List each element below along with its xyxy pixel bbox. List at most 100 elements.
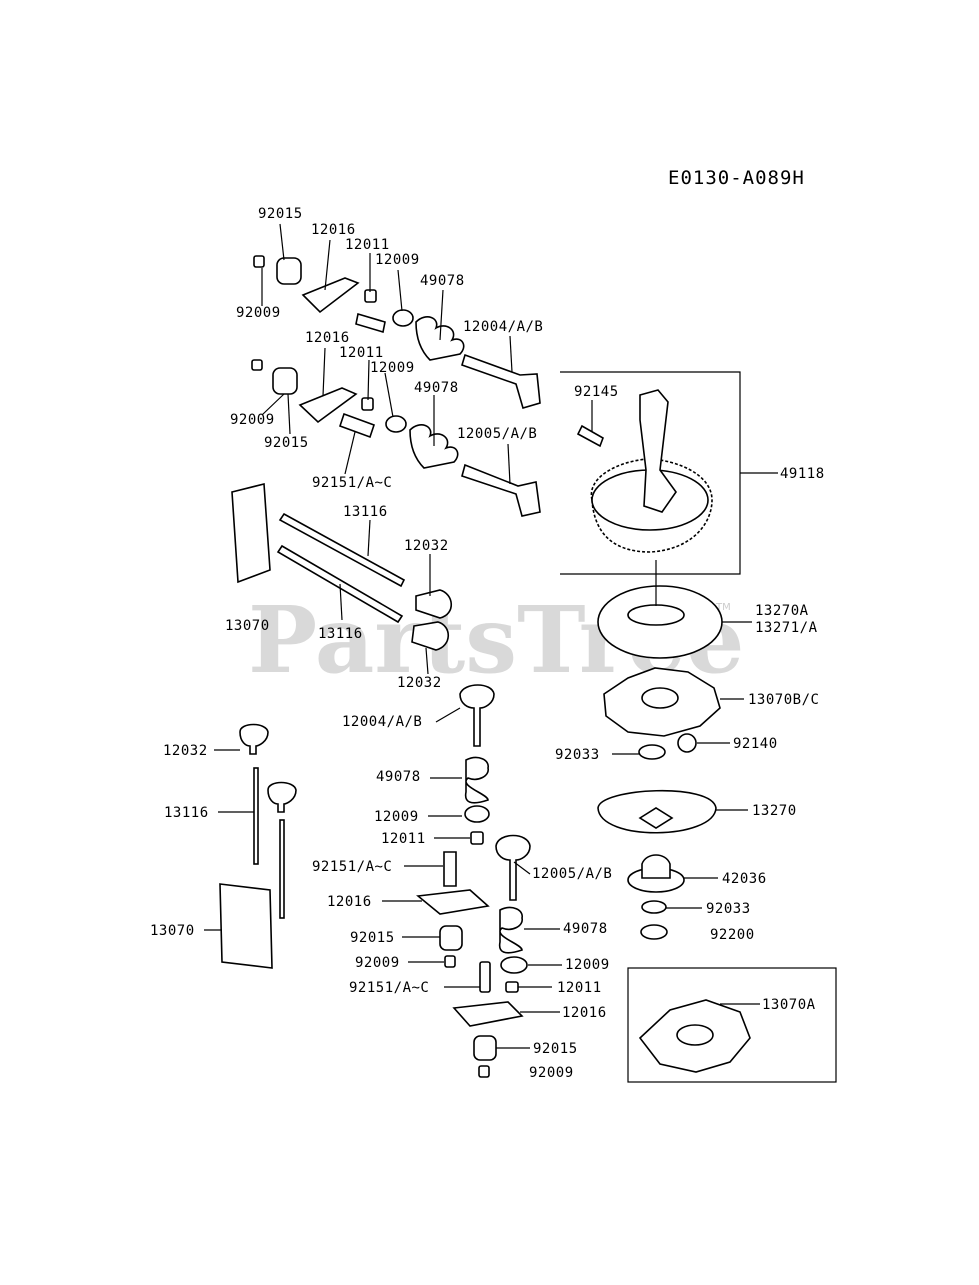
part-92009-upper[interactable]	[253, 255, 265, 268]
label-12009[interactable]: 12009	[565, 957, 610, 973]
part-92015-lower-1[interactable]	[439, 925, 463, 951]
label-49078[interactable]: 49078	[414, 380, 459, 396]
label-13270[interactable]: 13270	[752, 803, 797, 819]
label-12016[interactable]: 12016	[305, 330, 350, 346]
label-12016[interactable]: 12016	[562, 1005, 607, 1021]
label-92009[interactable]: 92009	[355, 955, 400, 971]
part-92033-upper[interactable]	[638, 744, 666, 760]
label-92015[interactable]: 92015	[350, 930, 395, 946]
label-12011[interactable]: 12011	[381, 831, 426, 847]
label-13070[interactable]: 13070	[225, 618, 270, 634]
part-49078-lower-2[interactable]	[498, 906, 523, 954]
part-12032-left-2[interactable]	[267, 781, 297, 813]
label-92015[interactable]: 92015	[533, 1041, 578, 1057]
part-12016-lower-2[interactable]	[452, 1001, 524, 1027]
label-12005-a-b[interactable]: 12005/A/B	[532, 866, 612, 882]
part-12016-middle[interactable]	[298, 387, 358, 424]
part-12016-lower-1[interactable]	[416, 889, 490, 915]
part-92151-lower-2[interactable]	[479, 961, 491, 993]
label-12032[interactable]: 12032	[397, 675, 442, 691]
label-12016[interactable]: 12016	[311, 222, 356, 238]
part-12004-lower[interactable]	[459, 684, 495, 747]
part-92009-middle[interactable]	[251, 359, 263, 371]
part-13070a[interactable]	[638, 999, 751, 1073]
label-13070b-c[interactable]: 13070B/C	[748, 692, 819, 708]
label-12032[interactable]: 12032	[163, 743, 208, 759]
label-92009[interactable]: 92009	[529, 1065, 574, 1081]
part-92015-lower-2[interactable]	[473, 1035, 497, 1061]
label-49078[interactable]: 49078	[376, 769, 421, 785]
label-49118[interactable]: 49118	[780, 466, 825, 482]
label-13116[interactable]: 13116	[343, 504, 388, 520]
label-92200[interactable]: 92200	[710, 927, 755, 943]
part-12009-lower-2[interactable]	[500, 956, 528, 974]
label-92033[interactable]: 92033	[555, 747, 600, 763]
part-13270a-disc[interactable]	[597, 585, 723, 659]
label-12004-a-b[interactable]: 12004/A/B	[463, 319, 543, 335]
label-12009[interactable]: 12009	[370, 360, 415, 376]
label-13070[interactable]: 13070	[150, 923, 195, 939]
label-12009[interactable]: 12009	[375, 252, 420, 268]
part-12009-upper[interactable]	[392, 309, 414, 327]
part-92033-lower[interactable]	[641, 900, 667, 914]
label-12016[interactable]: 12016	[327, 894, 372, 910]
part-12016-upper[interactable]	[301, 277, 360, 314]
label-92151-a-c[interactable]: 92151/A~C	[349, 980, 429, 996]
part-12009-middle[interactable]	[385, 415, 407, 433]
label-92009[interactable]: 92009	[230, 412, 275, 428]
part-12032-tappet-1[interactable]	[415, 589, 453, 619]
label-12011[interactable]: 12011	[557, 980, 602, 996]
part-49078-lower-1[interactable]	[464, 756, 489, 804]
part-13070bc[interactable]	[603, 667, 721, 737]
part-12005-middle[interactable]	[461, 463, 541, 517]
label-12009[interactable]: 12009	[374, 809, 419, 825]
part-92009-lower-1[interactable]	[444, 955, 456, 968]
part-92200[interactable]	[640, 924, 668, 940]
part-13270-dish[interactable]	[597, 789, 717, 834]
part-12032-tappet-2[interactable]	[411, 621, 450, 651]
part-12011-lower-2[interactable]	[505, 981, 519, 993]
label-13070a[interactable]: 13070A	[762, 997, 816, 1013]
label-42036[interactable]: 42036	[722, 871, 767, 887]
label-92033[interactable]: 92033	[706, 901, 751, 917]
part-92140[interactable]	[677, 733, 697, 753]
part-12005-lower[interactable]	[495, 834, 531, 901]
part-12009-lower-1[interactable]	[464, 805, 490, 823]
label-13270a[interactable]: 13270A	[755, 603, 809, 619]
label-13271-a[interactable]: 13271/A	[755, 620, 818, 636]
label-92015[interactable]: 92015	[258, 206, 303, 222]
label-12032[interactable]: 12032	[404, 538, 449, 554]
label-12011[interactable]: 12011	[345, 237, 390, 253]
part-13070-guide-upper[interactable]	[231, 482, 271, 584]
label-12011[interactable]: 12011	[339, 345, 384, 361]
part-92015-upper[interactable]	[276, 257, 302, 285]
label-92015[interactable]: 92015	[264, 435, 309, 451]
part-92151-upper-bolt[interactable]	[355, 312, 386, 334]
label-92009[interactable]: 92009	[236, 305, 281, 321]
label-12005-a-b[interactable]: 12005/A/B	[457, 426, 537, 442]
part-92015-middle[interactable]	[272, 367, 298, 395]
label-92151-a-c[interactable]: 92151/A~C	[312, 859, 392, 875]
label-13116[interactable]: 13116	[318, 626, 363, 642]
part-92151-lower-1[interactable]	[443, 851, 457, 887]
part-92151-middle-bolt[interactable]	[338, 412, 376, 439]
part-13116-left-1[interactable]	[253, 767, 259, 865]
part-12011-lower-1[interactable]	[470, 831, 484, 845]
label-12004-a-b[interactable]: 12004/A/B	[342, 714, 422, 730]
part-92009-lower-2[interactable]	[478, 1065, 490, 1078]
part-13070-guide-lower[interactable]	[219, 883, 273, 969]
part-49078-middle[interactable]	[409, 424, 459, 469]
part-13116-left-2[interactable]	[279, 819, 285, 919]
part-49118-shaft[interactable]	[639, 389, 677, 513]
part-12004-upper[interactable]	[461, 353, 541, 409]
part-42036[interactable]	[627, 854, 685, 893]
part-92145[interactable]	[576, 424, 604, 448]
part-13116-rod-1[interactable]	[278, 512, 406, 588]
label-13116[interactable]: 13116	[164, 805, 209, 821]
label-49078[interactable]: 49078	[563, 921, 608, 937]
label-49078[interactable]: 49078	[420, 273, 465, 289]
label-92145[interactable]: 92145	[574, 384, 619, 400]
label-92151-a-c[interactable]: 92151/A~C	[312, 475, 392, 491]
part-12032-left[interactable]	[239, 723, 269, 755]
label-92140[interactable]: 92140	[733, 736, 778, 752]
